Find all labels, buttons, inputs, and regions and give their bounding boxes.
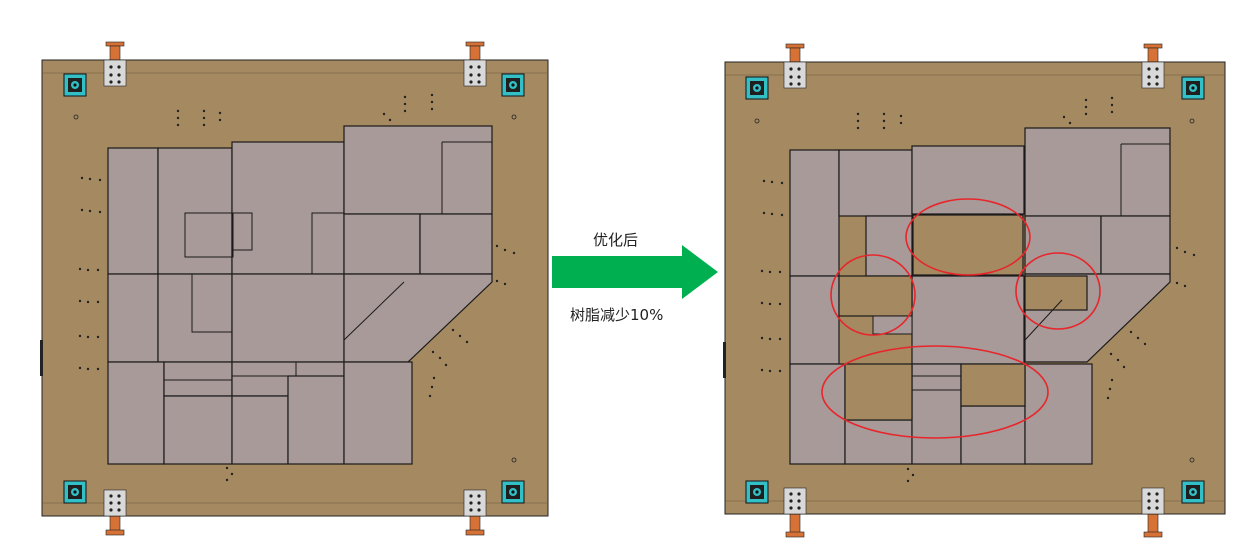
cavity-layout: [789, 127, 1171, 465]
locator-pad-icon: [63, 480, 87, 504]
cavity-details: [164, 141, 492, 381]
clamp-block-icon: [783, 487, 807, 515]
arrow-caption-optimized: 优化后: [593, 231, 639, 249]
locator-pad-icon: [745, 76, 769, 100]
guide-pin-icon: [1143, 513, 1163, 538]
guide-pin-icon: [465, 41, 485, 63]
cavity-details: [872, 143, 1170, 391]
guide-pin-icon: [1143, 43, 1163, 65]
locator-pad-icon: [745, 480, 769, 504]
guide-pin-icon: [105, 513, 125, 536]
clamp-block-icon: [103, 59, 127, 87]
locator-pad-icon: [63, 73, 87, 97]
locator-pad-icon: [501, 73, 525, 97]
locator-pad-icon: [1181, 480, 1205, 504]
guide-pin-icon: [105, 41, 125, 63]
guide-pin-icon: [785, 513, 805, 538]
mold-plate-before: [40, 41, 549, 536]
arrow-caption-resin-reduction: 树脂减少10%: [570, 306, 664, 324]
right-arrow-icon: [552, 245, 718, 299]
locator-pad-icon: [501, 480, 525, 504]
clamp-block-icon: [463, 59, 487, 87]
removed-resin-areas: [838, 214, 1088, 421]
guide-pin-icon: [785, 43, 805, 65]
optimization-highlights: [821, 198, 1101, 439]
cavity-layout: [107, 125, 493, 465]
clamp-block-icon: [783, 61, 807, 89]
clamp-block-icon: [103, 489, 127, 517]
mold-plate-after: [723, 43, 1226, 538]
locator-pad-icon: [1181, 76, 1205, 100]
clamp-block-icon: [1141, 487, 1165, 515]
clamp-block-icon: [1141, 61, 1165, 89]
guide-pin-icon: [465, 513, 485, 536]
clamp-block-icon: [463, 489, 487, 517]
